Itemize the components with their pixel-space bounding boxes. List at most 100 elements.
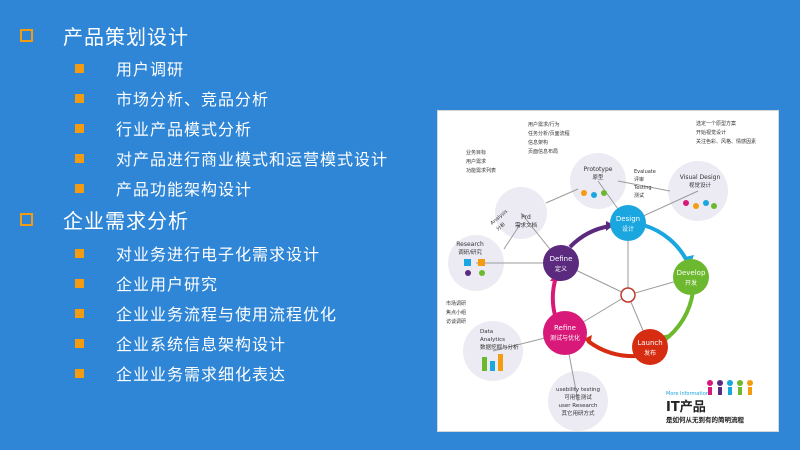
prototype-notes: 用户需求/行为 任务分析/页面流程 信息架构 页面信息布局 — [528, 121, 570, 155]
svg-text:视觉设计: 视觉设计 — [689, 181, 712, 189]
square-bullet-icon — [20, 212, 33, 226]
research-notes: 市场调研 焦点小组 访谈调研 — [446, 300, 466, 325]
bullet-icon — [75, 338, 84, 348]
bullet-icon — [75, 153, 84, 163]
svg-text:Visual Design: Visual Design — [680, 174, 721, 181]
bullet-icon — [75, 308, 84, 318]
people-icon — [707, 380, 753, 395]
svg-text:发布: 发布 — [644, 349, 656, 357]
bullet-text: 对产品进行商业模式和运营模式设计 — [116, 150, 389, 169]
bullet-item: 市场分析、竞品分析 — [75, 85, 269, 111]
bullet-item: 企业业务流程与使用流程优化 — [75, 300, 337, 326]
svg-text:分析: 分析 — [495, 221, 507, 233]
svg-text:More Information: More Information — [666, 391, 709, 397]
svg-text:访谈调研: 访谈调研 — [446, 318, 466, 325]
bullet-text: 企业业务需求细化表达 — [116, 365, 287, 384]
svg-text:其它用研方式: 其它用研方式 — [561, 409, 595, 417]
svg-text:测试: 测试 — [634, 192, 644, 199]
svg-text:页面信息布局: 页面信息布局 — [528, 148, 558, 155]
section-heading-product-planning: 产品策划设计 — [20, 18, 189, 52]
bullet-text: 市场分析、竞品分析 — [116, 90, 270, 109]
svg-text:原型: 原型 — [592, 173, 604, 181]
svg-text:开发: 开发 — [685, 279, 697, 287]
visual-notes: 选定一个原型方案 开始视觉设计 关注色彩、风格、情感因素 — [696, 120, 756, 145]
launch-node: Launch 发布 — [632, 329, 668, 365]
bullet-item: 产品功能架构设计 — [75, 175, 252, 201]
bullet-text: 行业产品模式分析 — [116, 120, 253, 139]
section-heading-enterprise-requirements: 企业需求分析 — [20, 202, 189, 236]
svg-text:Evaluate: Evaluate — [634, 169, 656, 175]
svg-text:测试与优化: 测试与优化 — [550, 334, 580, 342]
prd-node: Prd 需求文档 — [515, 214, 538, 229]
svg-text:业务目标: 业务目标 — [466, 149, 486, 156]
develop-node: Develop 开发 — [673, 259, 709, 295]
svg-text:user Research: user Research — [559, 403, 598, 409]
bullet-item: 企业系统信息架构设计 — [75, 330, 286, 356]
bullet-icon — [75, 368, 84, 378]
svg-text:用户需求: 用户需求 — [466, 158, 486, 165]
bullet-text: 企业用户研究 — [116, 275, 219, 294]
design-node: Design 设计 — [610, 205, 646, 241]
usability-node: usebility testing 可用性测试 user Research 其它… — [556, 387, 600, 417]
svg-text:Develop: Develop — [677, 269, 706, 277]
bullet-text: 用户调研 — [116, 60, 185, 79]
bullet-icon — [75, 183, 84, 193]
svg-text:Testing: Testing — [633, 185, 652, 191]
research-node: Research 调研/研究 — [456, 241, 485, 276]
svg-text:选定一个原型方案: 选定一个原型方案 — [696, 120, 736, 127]
svg-text:开始视觉设计: 开始视觉设计 — [696, 129, 726, 136]
bullet-icon — [75, 248, 84, 258]
refine-node: Refine 测试与优化 — [543, 311, 587, 355]
bullet-text: 企业系统信息架构设计 — [116, 335, 287, 354]
svg-text:可用性测试: 可用性测试 — [564, 393, 592, 401]
square-bullet-icon — [20, 28, 33, 42]
section-title: 企业需求分析 — [63, 208, 189, 233]
svg-text:Analytics: Analytics — [480, 337, 505, 343]
svg-text:Data: Data — [480, 329, 493, 335]
prototype-node: Prototype 原型 — [581, 166, 613, 198]
svg-text:任务分析/页面流程: 任务分析/页面流程 — [528, 130, 570, 137]
prd-notes: 业务目标 用户需求 功能需求列表 — [466, 149, 496, 174]
evaluate-label: Evaluate 评审 Testing 测试 — [633, 169, 656, 199]
bullet-icon — [75, 63, 84, 73]
svg-text:Prd: Prd — [521, 214, 531, 221]
process-cycle-svg: Design 设计 Develop 开发 Launch 发布 Refine 测试… — [446, 120, 756, 431]
svg-text:usebility testing: usebility testing — [556, 387, 600, 393]
bullet-icon — [75, 278, 84, 288]
svg-text:需求文档: 需求文档 — [515, 221, 538, 229]
caption-block: More Information IT产品 是如何从无到有的简明流程 — [665, 380, 753, 424]
svg-text:Research: Research — [456, 241, 484, 248]
bullet-text: 对业务进行电子化需求设计 — [116, 245, 321, 264]
svg-text:焦点小组: 焦点小组 — [446, 309, 466, 316]
define-node: Define 定义 — [543, 245, 579, 281]
bullet-text: 产品功能架构设计 — [116, 180, 253, 199]
visual-design-node: Visual Design 视觉设计 — [680, 174, 721, 209]
svg-text:用户需求/行为: 用户需求/行为 — [528, 121, 560, 128]
bullet-text: 企业业务流程与使用流程优化 — [116, 305, 338, 324]
data-analytics-node: Data Analytics 数据挖掘与分析 — [480, 329, 519, 371]
svg-text:IT产品: IT产品 — [666, 399, 706, 415]
bullet-item: 企业业务需求细化表达 — [75, 360, 286, 386]
svg-text:评审: 评审 — [634, 176, 644, 183]
svg-text:关注色彩、风格、情感因素: 关注色彩、风格、情感因素 — [696, 138, 756, 145]
bullet-item: 用户调研 — [75, 55, 184, 81]
bullet-item: 行业产品模式分析 — [75, 115, 252, 141]
bullet-icon — [75, 123, 84, 133]
svg-text:Prototype: Prototype — [584, 166, 613, 173]
bullet-item: 企业用户研究 — [75, 270, 218, 296]
bullet-item: 对业务进行电子化需求设计 — [75, 240, 320, 266]
svg-text:Launch: Launch — [637, 339, 662, 347]
svg-text:市场调研: 市场调研 — [446, 300, 466, 307]
svg-text:Define: Define — [550, 255, 573, 263]
svg-text:Refine: Refine — [554, 324, 576, 332]
bullet-item: 对产品进行商业模式和运营模式设计 — [75, 145, 388, 171]
product-process-diagram: Design 设计 Develop 开发 Launch 发布 Refine 测试… — [437, 110, 779, 432]
section-title: 产品策划设计 — [63, 24, 189, 49]
svg-text:定义: 定义 — [555, 265, 567, 273]
svg-text:信息架构: 信息架构 — [528, 139, 548, 146]
svg-text:设计: 设计 — [622, 225, 634, 233]
svg-text:数据挖掘与分析: 数据挖掘与分析 — [480, 343, 519, 351]
svg-text:调研/研究: 调研/研究 — [458, 248, 482, 256]
bullet-icon — [75, 93, 84, 103]
